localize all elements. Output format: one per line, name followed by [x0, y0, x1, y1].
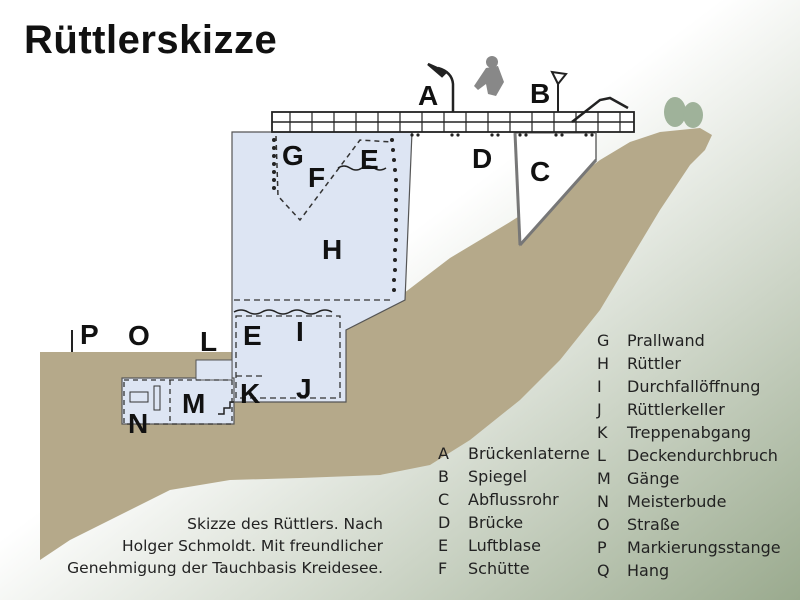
- chute-dashed: [275, 135, 393, 222]
- legend-key: P: [597, 538, 607, 557]
- legend-text: Rüttlerkeller: [627, 400, 725, 419]
- legend-text: Luftblase: [468, 536, 541, 555]
- caption: Skizze des Rüttlers. Nach Holger Schmold…: [40, 513, 383, 579]
- cellar-dashed: [235, 315, 341, 399]
- legend-text: Treppenabgang: [627, 423, 752, 442]
- label-L: L: [200, 326, 218, 357]
- label-E-bottom: E: [243, 320, 262, 351]
- legend-key: O: [597, 515, 610, 534]
- legend-right: G Prallwand H Rüttler I Durchfallöffnung J R…: [597, 331, 787, 581]
- legend-key: I: [597, 377, 602, 396]
- page-title: Rüttlerskizze: [24, 18, 278, 62]
- legend-key: M: [597, 469, 611, 488]
- legend-text: Rüttler: [627, 354, 681, 373]
- legend-text: Durchfallöffnung: [627, 377, 761, 396]
- legend-text: Spiegel: [468, 467, 528, 486]
- label-C: C: [530, 156, 551, 187]
- legend-key: G: [597, 331, 610, 350]
- legend-key: N: [597, 492, 609, 511]
- label-A: A: [418, 80, 439, 111]
- label-F: F: [308, 162, 326, 193]
- legend-text: Hang: [627, 561, 670, 580]
- label-P: P: [80, 319, 99, 350]
- label-H: H: [322, 234, 343, 265]
- legend-text: Gänge: [627, 469, 680, 488]
- stairs-icon: [218, 401, 234, 415]
- master-hut-block: [121, 377, 235, 425]
- legend-key: B: [438, 467, 449, 486]
- caption-line: Genehmigung der Tauchbasis Kreidesee.: [67, 559, 383, 577]
- legend-key: F: [438, 559, 448, 578]
- mirror-icon: [550, 70, 568, 112]
- legend-text: Brücke: [468, 513, 524, 532]
- label-E-top: E: [360, 144, 379, 175]
- legend-text: Meisterbude: [627, 492, 727, 511]
- legend-key: C: [438, 490, 450, 509]
- label-B: B: [530, 78, 551, 109]
- legend-text: Prallwand: [627, 331, 705, 350]
- legend-text: Brückenlaterne: [468, 444, 590, 463]
- ground-slope: [40, 128, 712, 560]
- legend-key: L: [597, 446, 606, 465]
- label-J: J: [296, 373, 312, 404]
- label-N: N: [128, 408, 149, 439]
- hopper-wall-dots: [390, 138, 398, 292]
- legend-key: H: [597, 354, 610, 373]
- legend-text: Deckendurchbruch: [627, 446, 778, 465]
- legend-text: Abflussrohr: [468, 490, 559, 509]
- tree-icon: [664, 97, 703, 128]
- legend-key: D: [438, 513, 451, 532]
- legend-key: Q: [597, 561, 610, 580]
- legend-text: Markierungsstange: [627, 538, 781, 557]
- label-K: K: [240, 378, 261, 409]
- ramp: [571, 96, 629, 123]
- label-D: D: [472, 143, 493, 174]
- legend-key: A: [438, 444, 449, 463]
- legend-text: Schütte: [468, 559, 530, 578]
- legend-key: E: [438, 536, 449, 555]
- label-M: M: [182, 388, 206, 419]
- legend-text: Straße: [627, 515, 680, 534]
- caption-line: Skizze des Rüttlers. Nach: [187, 515, 383, 533]
- deflector-dots: [272, 138, 276, 190]
- label-O: O: [128, 320, 150, 351]
- diver-icon: [474, 56, 504, 96]
- label-I: I: [296, 316, 304, 347]
- lantern-icon: [427, 62, 455, 112]
- legend-key: K: [597, 423, 608, 442]
- label-G: G: [282, 140, 304, 171]
- legend-key: J: [597, 400, 602, 419]
- caption-line: Holger Schmoldt. Mit freundlicher: [121, 537, 383, 555]
